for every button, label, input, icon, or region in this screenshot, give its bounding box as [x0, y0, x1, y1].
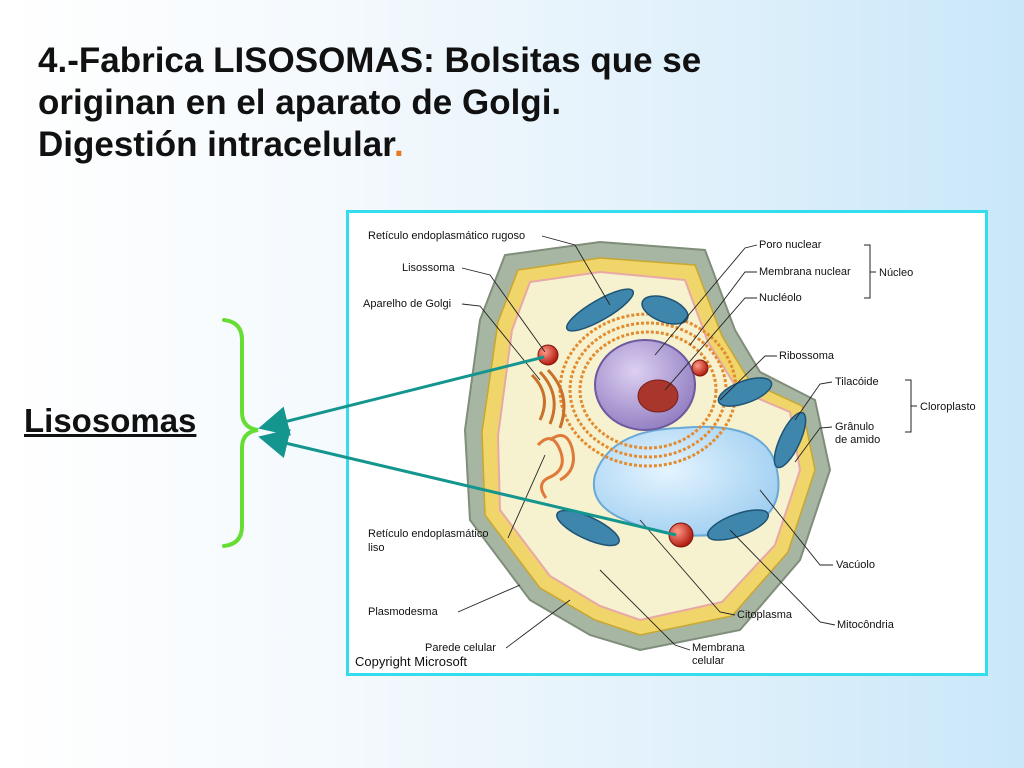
title-line-1: 4.-Fabrica LISOSOMAS: Bolsitas que se	[38, 41, 702, 80]
title-line-3-text: Digestión intracelular	[38, 125, 394, 164]
cell-diagram-frame	[346, 210, 988, 676]
slide-title: 4.-Fabrica LISOSOMAS: Bolsitas que se or…	[38, 40, 918, 166]
title-line-2: originan en el aparato de Golgi.	[38, 83, 562, 122]
title-line-3: Digestión intracelular.	[38, 124, 918, 166]
lisosomas-label: Lisosomas	[24, 402, 197, 439]
brace-shape	[222, 318, 259, 548]
title-period: .	[393, 125, 404, 164]
